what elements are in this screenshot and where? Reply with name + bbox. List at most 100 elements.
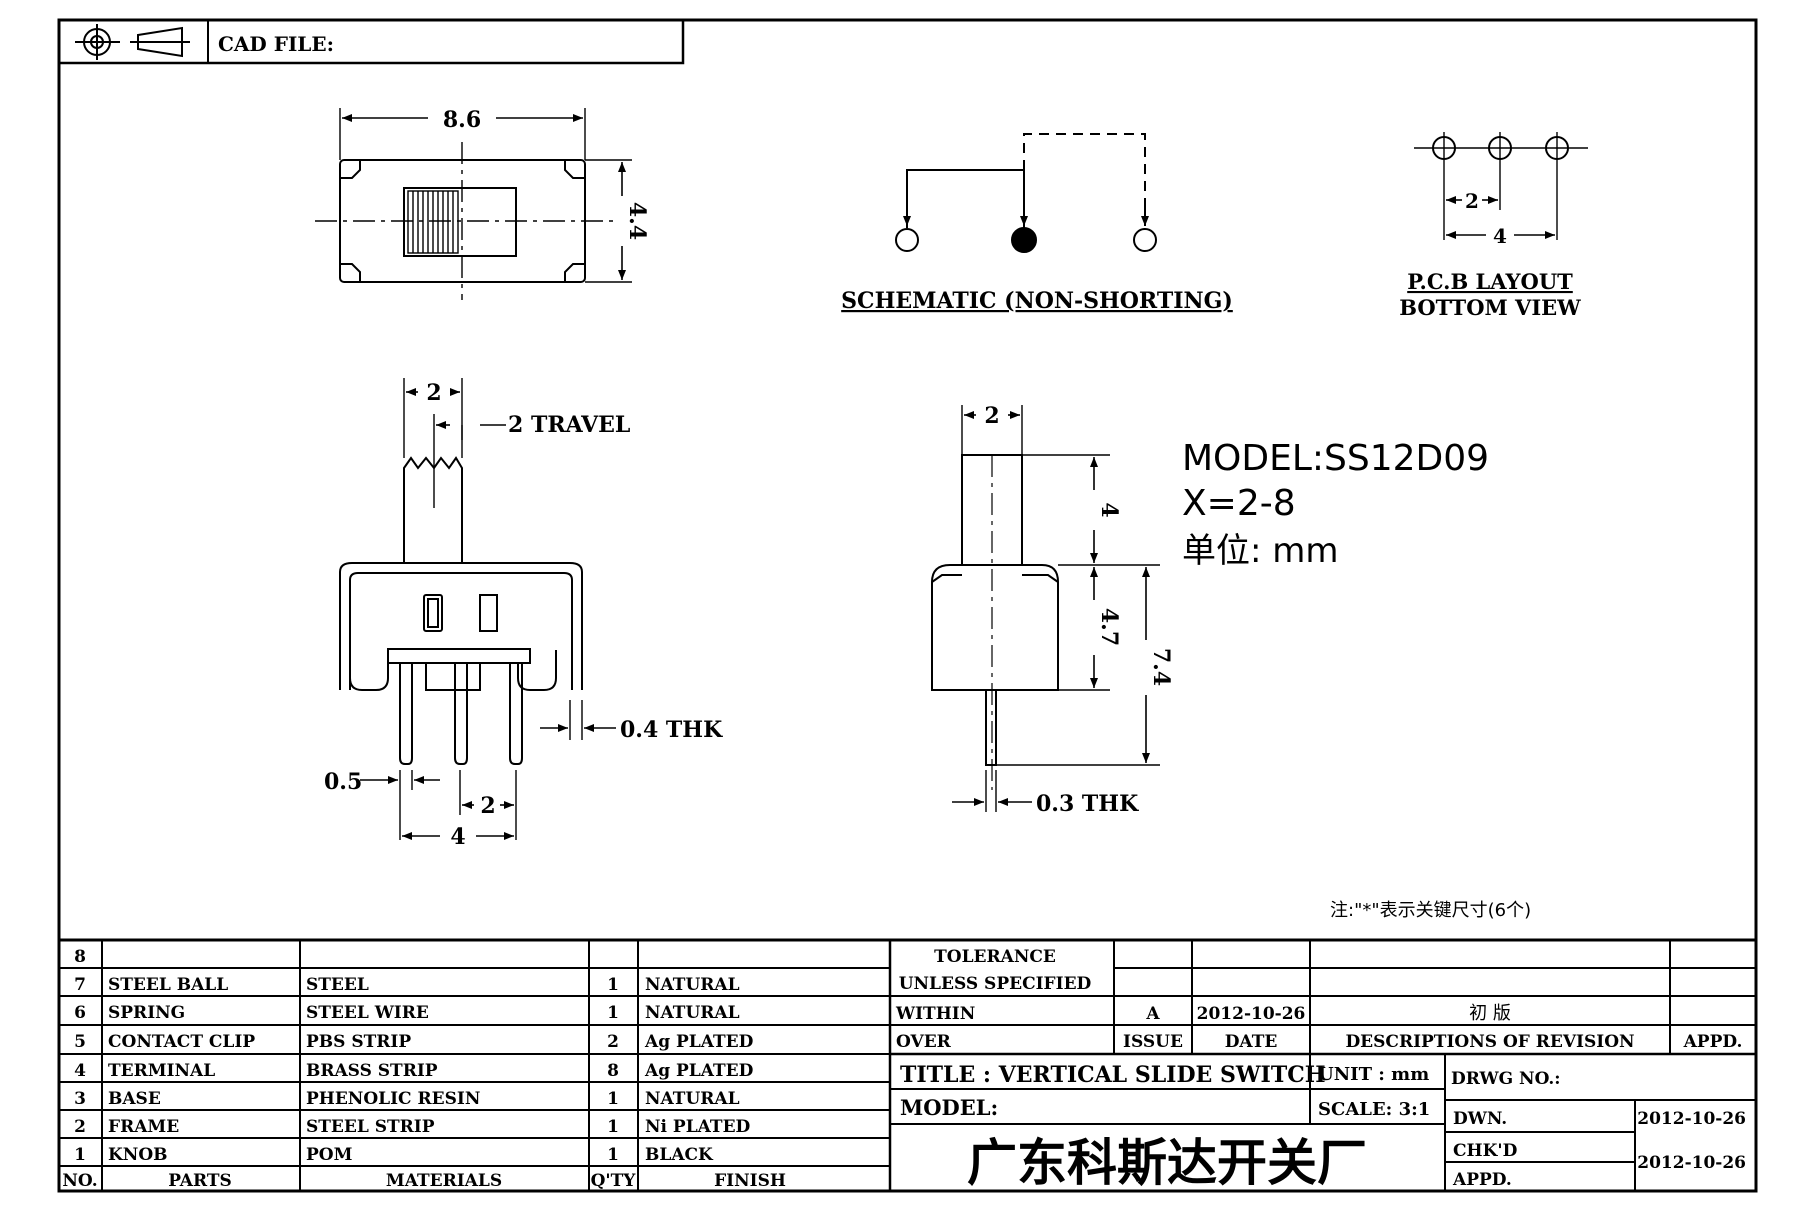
table-row-qty: 8: [607, 1061, 619, 1081]
side-view: [339, 378, 616, 840]
drawing-scale: SCALE: 3:1: [1318, 1099, 1430, 1120]
knob-ridges: [407, 190, 459, 254]
top-view: [315, 108, 632, 300]
table-row-qty: 1: [607, 975, 619, 995]
table-row-part: CONTACT CLIP: [108, 1032, 255, 1052]
dim-side-terminal-width: 0.5: [324, 769, 362, 795]
table-row-finish: Ni PLATED: [645, 1117, 751, 1137]
dim-end-body-height: 4.7: [1096, 608, 1122, 646]
table-row-material: PHENOLIC RESIN: [306, 1089, 480, 1109]
projection-symbol-icon: [75, 24, 190, 60]
dim-top-height: 4.4: [624, 202, 650, 240]
drawing-unit: UNIT : mm: [1318, 1064, 1429, 1085]
table-row-no: 4: [74, 1061, 86, 1081]
table-row-no: 5: [74, 1032, 86, 1052]
table-row-qty: 1: [607, 1117, 619, 1137]
tolerance-unless: UNLESS SPECIFIED: [899, 974, 1092, 994]
table-row-material: POM: [306, 1145, 353, 1165]
end-view: [931, 405, 1160, 812]
table-header-finish: FINISH: [714, 1171, 786, 1191]
table-row-part: KNOB: [108, 1145, 168, 1165]
table-row-qty: 1: [607, 1003, 619, 1023]
key-dimension-note: 注:"*"表示关键尺寸(6个): [1330, 900, 1531, 921]
revision-date-value: 2012-10-26: [1197, 1004, 1306, 1024]
dwn-date: 2012-10-26: [1637, 1109, 1746, 1129]
revision-issue-label: ISSUE: [1123, 1032, 1183, 1052]
revision-appd-label: APPD.: [1683, 1032, 1743, 1052]
terminal-common-icon: [1011, 227, 1037, 253]
table-row-material: BRASS STRIP: [306, 1061, 438, 1081]
tolerance-over: OVER: [896, 1032, 952, 1052]
parts-table-grid: [59, 938, 1756, 1191]
table-row-no: 8: [74, 947, 86, 967]
table-header-qty: Q'TY: [591, 1171, 637, 1191]
table-row-finish: NATURAL: [645, 975, 740, 995]
table-row-finish: Ag PLATED: [644, 1032, 754, 1052]
header-box: CAD FILE:: [57, 18, 685, 65]
dim-side-terminal-thk: 0.4 THK: [620, 717, 723, 743]
parts-table: 8 7 STEEL BALL STEEL 1 NATURAL 6 SPRING …: [62, 947, 786, 1191]
tolerance-within: WITHIN: [895, 1004, 975, 1024]
table-row-no: 1: [74, 1145, 86, 1165]
dim-end-total-height: 7.4: [1148, 648, 1174, 686]
table-row-qty: 2: [607, 1032, 619, 1052]
table-row-qty: 1: [607, 1089, 619, 1109]
drawing-number-label: DRWG NO.:: [1451, 1069, 1561, 1089]
table-row-no: 7: [74, 975, 86, 995]
dim-side-travel: 2 TRAVEL: [508, 412, 630, 438]
pcb-layout-subtitle: BOTTOM VIEW: [1399, 295, 1581, 320]
sheet-border: [57, 18, 1758, 1193]
schematic: [895, 133, 1157, 253]
dim-end-terminal-thk: 0.3 THK: [1036, 791, 1139, 817]
dim-top-width: 8.6: [443, 107, 481, 133]
company-name: 广东科斯达开关厂: [967, 1134, 1367, 1192]
pcb-layout-title: P.C.B LAYOUT: [1407, 269, 1573, 294]
table-row-finish: NATURAL: [645, 1003, 740, 1023]
table-row-no: 2: [74, 1117, 86, 1137]
table-row-material: STEEL STRIP: [306, 1117, 435, 1137]
dwn-label: DWN.: [1453, 1109, 1507, 1129]
tolerance-title: TOLERANCE: [934, 947, 1056, 967]
table-header-materials: MATERIALS: [386, 1171, 502, 1191]
schematic-label: SCHEMATIC (NON-SHORTING): [841, 288, 1233, 314]
chkd-date: 2012-10-26: [1637, 1153, 1746, 1173]
revision-description-value: 初 版: [1469, 1003, 1511, 1024]
table-row-finish: Ag PLATED: [644, 1061, 754, 1081]
dim-pcb-pitch: 2: [1465, 189, 1479, 213]
table-row-part: FRAME: [108, 1117, 179, 1137]
cad-file-label: CAD FILE:: [218, 32, 334, 56]
table-row-material: PBS STRIP: [306, 1032, 411, 1052]
revision-date-label: DATE: [1225, 1032, 1278, 1052]
table-row-part: STEEL BALL: [108, 975, 228, 995]
terminal-left-icon: [895, 228, 919, 252]
dim-side-span: 4: [450, 824, 465, 850]
table-row-material: STEEL WIRE: [306, 1003, 429, 1023]
table-row-finish: NATURAL: [645, 1089, 740, 1109]
model-x-range: X=2-8: [1182, 483, 1296, 524]
title-block-grid: [890, 940, 1756, 1191]
table-header-parts: PARTS: [168, 1171, 232, 1191]
drawing-title: TITLE : VERTICAL SLIDE SWITCH: [900, 1062, 1326, 1088]
chkd-label: CHK'D: [1453, 1141, 1518, 1161]
table-header-no: NO.: [62, 1171, 97, 1191]
table-row-material: STEEL: [306, 975, 369, 995]
table-row-qty: 1: [607, 1145, 619, 1165]
table-row-no: 3: [74, 1089, 86, 1109]
dim-end-actuator-width: 2: [984, 403, 999, 429]
revision-description-label: DESCRIPTIONS OF REVISION: [1345, 1032, 1634, 1052]
table-row-finish: BLACK: [645, 1145, 714, 1165]
dim-end-actuator-height: 4: [1096, 502, 1122, 517]
table-row-part: TERMINAL: [108, 1061, 215, 1081]
pcb-layout: [1414, 132, 1588, 240]
table-row-part: SPRING: [108, 1003, 185, 1023]
dim-side-pitch: 2: [480, 793, 495, 819]
dim-side-actuator-width: 2: [426, 380, 441, 406]
drawing-model-label: MODEL:: [900, 1095, 998, 1120]
title-block: TOLERANCE UNLESS SPECIFIED WITHIN OVER A…: [895, 947, 1746, 1192]
model-unit: 单位: mm: [1182, 531, 1339, 571]
table-row-no: 6: [74, 1003, 86, 1023]
revision-issue-value: A: [1145, 1004, 1160, 1024]
model-name: MODEL:SS12D09: [1182, 438, 1489, 479]
dim-pcb-span: 4: [1493, 224, 1507, 248]
